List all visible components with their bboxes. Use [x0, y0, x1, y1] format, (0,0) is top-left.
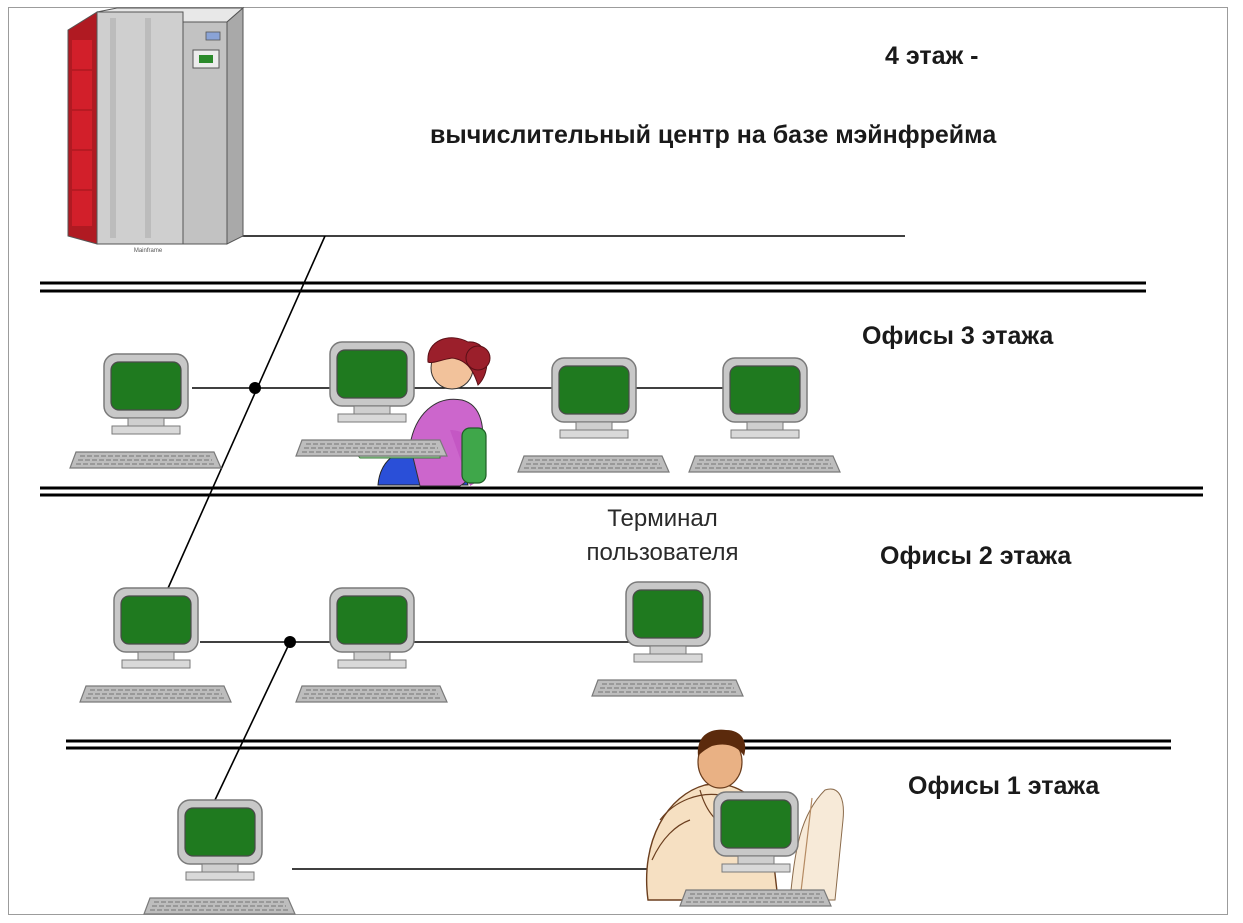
floor2-terminal-1	[79, 587, 232, 703]
floor-divider-2	[40, 486, 1203, 497]
floor2-junction-node	[284, 636, 296, 648]
floor2-label: Офисы 2 этажа	[880, 542, 1072, 570]
floor-divider-1	[66, 739, 1171, 750]
floor3-label: Офисы 3 этажа	[862, 322, 1054, 350]
backbone-cable	[164, 235, 326, 596]
floor2-terminal-2	[295, 587, 448, 703]
floor4-subtitle: вычислительный центр на базе мэйнфрейма	[430, 121, 997, 149]
diagram-frame	[8, 7, 1228, 915]
floor4-title: 4 этаж -	[885, 42, 979, 70]
floor3-terminal-1	[69, 353, 222, 469]
network-cables	[164, 235, 905, 870]
floor2-terminal-3	[591, 581, 744, 697]
mainframe-caption: Mainframe	[134, 248, 163, 254]
floor3-junction-node	[249, 382, 261, 394]
floor1-terminal-1	[143, 799, 296, 915]
floor2-to-floor1-cable	[214, 641, 291, 801]
floor3-terminal-3	[517, 357, 670, 473]
floor-divider-3	[40, 281, 1146, 293]
terminal-caption-line2: пользователя	[586, 539, 739, 566]
woman-at-terminal-icon	[343, 337, 491, 487]
terminal-caption: Терминал пользователя	[560, 502, 765, 570]
terminal-caption-line1: Терминал	[607, 505, 718, 532]
floor1-label: Офисы 1 этажа	[908, 772, 1100, 800]
mainframe-cabinet-icon: Mainframe	[67, 6, 245, 254]
floor3-terminal-4	[688, 357, 841, 473]
